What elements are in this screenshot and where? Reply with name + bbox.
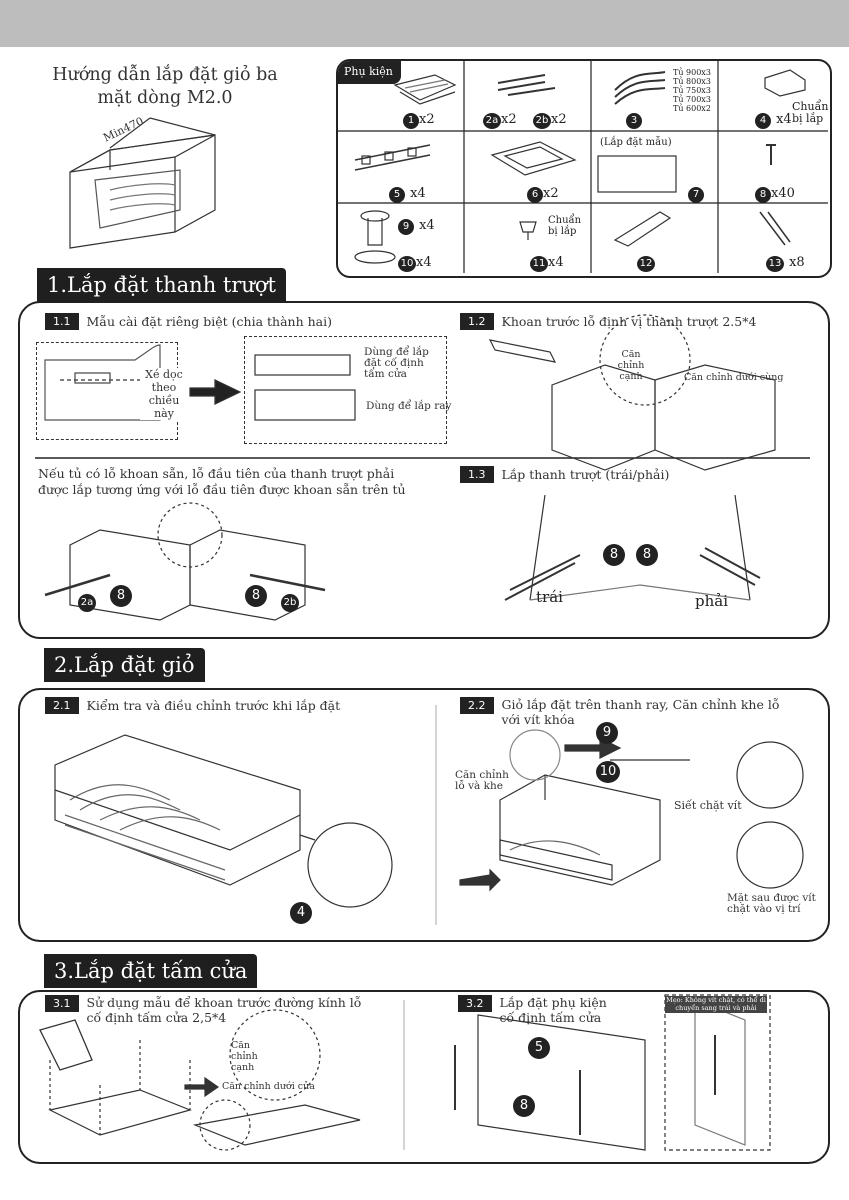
- rail-template-label: Dùng để lắp ray: [366, 400, 452, 412]
- part-4-note: Chuẩn bị lắp: [792, 100, 829, 125]
- part-8-marker: 8: [636, 544, 658, 566]
- door-align-edge-label: Căn chỉnh cạnh: [231, 1040, 258, 1073]
- door-align-bottom-label: Căn chỉnh dưới cửa: [222, 1081, 315, 1092]
- part-4-marker: 4: [290, 902, 312, 924]
- part-7-label: 7: [688, 182, 704, 203]
- part-9-label: 9 x4: [398, 214, 435, 235]
- document-title: Hướng dẫn lắp đặt giỏ ba mặt dòng M2.0: [52, 65, 278, 108]
- back-fixed-label: Mặt sau được vít chặt vào vị trí: [727, 892, 816, 915]
- template-split: [244, 336, 447, 444]
- align-hole-label: Căn chỉnh lỗ và khe: [455, 769, 509, 792]
- align-bottom-label: Căn chỉnh dưới cùng: [684, 372, 784, 383]
- section-2-title: 2.Lắp đặt giỏ: [44, 648, 205, 682]
- part-9-marker: 9: [596, 722, 618, 744]
- part-2a-marker: 2a: [78, 594, 96, 612]
- align-edge-label: Căn chỉnh cạnh: [617, 349, 645, 382]
- left-label: trái: [536, 588, 563, 606]
- part-5-marker: 5: [528, 1037, 550, 1059]
- tip-label: Mẹo: Không vít chặt, có thể di chuyển sa…: [665, 996, 767, 1013]
- part-8-marker: 8: [603, 544, 625, 566]
- right-label: phải: [695, 592, 729, 610]
- section-3-box: [18, 990, 830, 1164]
- section-2-box: [18, 688, 830, 942]
- door-template-label: Dùng để lắp đặt cố định tấm cửa: [364, 346, 429, 380]
- tear-label: Xé dọc theo chiều này: [140, 368, 188, 420]
- section-3-title: 3.Lắp đặt tấm cửa: [44, 954, 258, 988]
- part-11-note: Chuẩn bị lắp: [548, 215, 582, 237]
- part-12-label: 12: [637, 251, 655, 272]
- part-8-marker: 8: [513, 1095, 535, 1117]
- dim-label: Min470: [101, 114, 146, 145]
- part-4-label: 4 x4: [755, 108, 792, 129]
- part-10-marker: 10: [596, 761, 620, 783]
- parts-list-panel: Phụ kiện: [336, 59, 832, 278]
- part-13-label: 13 x8: [766, 251, 805, 272]
- section-1-box: [18, 301, 830, 639]
- part-7-note: (Lắp đặt mẫu): [600, 137, 672, 148]
- part-3-label: 3: [626, 108, 642, 129]
- part-8-marker: 8: [110, 585, 132, 607]
- part-5-label: 5 x4: [389, 182, 426, 203]
- part-8-marker: 8: [245, 585, 267, 607]
- predrill-note: Nếu tủ có lỗ khoan sẵn, lỗ đầu tiên của …: [38, 466, 406, 497]
- section-1-title: 1.Lắp đặt thanh trượt: [37, 268, 286, 302]
- part-2b-marker: 2b: [281, 594, 299, 612]
- parts-header: Phụ kiện: [338, 61, 401, 84]
- top-banner: [0, 0, 849, 47]
- tighten-label: Siết chặt vít: [674, 799, 742, 812]
